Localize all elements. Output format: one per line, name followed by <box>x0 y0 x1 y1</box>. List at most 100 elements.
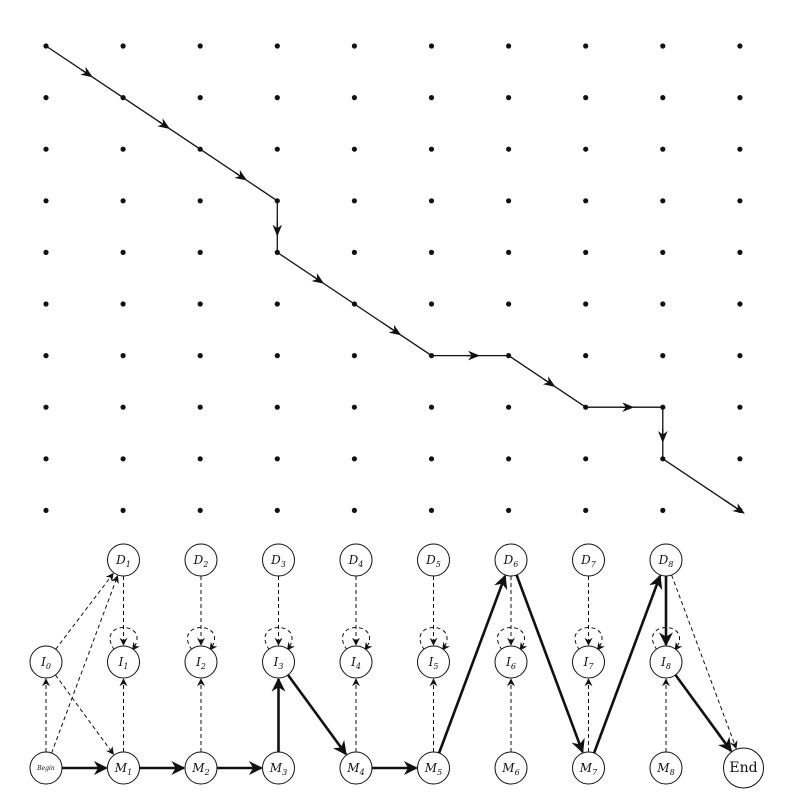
grid-dot <box>428 301 435 307</box>
grid-dot <box>583 43 589 49</box>
dashed-edge-D8-End <box>671 574 738 750</box>
grid-dot <box>274 353 280 359</box>
grid-dot <box>428 456 435 462</box>
match-state-m2: M2 <box>184 751 218 785</box>
grid-dot <box>737 146 743 152</box>
match-state-m8: M8 <box>649 751 683 785</box>
grid-dot <box>583 507 589 513</box>
grid-dot <box>660 146 666 152</box>
grid-dot <box>197 456 203 462</box>
grid-dot <box>660 353 666 359</box>
delete-state-d5: D5 <box>417 543 450 577</box>
insert-state-i8: I8 <box>649 645 683 679</box>
delete-state-d8: D8 <box>649 543 683 577</box>
delete-state-d2: D2 <box>184 543 218 577</box>
grid-dot <box>428 43 435 49</box>
grid-dot <box>43 353 49 359</box>
grid-dot <box>351 353 357 359</box>
bold-edge-I8-End <box>674 674 733 753</box>
grid-dot <box>660 198 666 204</box>
grid-dot <box>351 95 357 101</box>
insert-state-i0: I0 <box>29 645 63 679</box>
insert-state-i5: I5 <box>417 645 450 679</box>
state-label: I2 <box>195 655 206 671</box>
delete-state-d1: D1 <box>107 543 140 577</box>
grid-dot <box>43 404 49 410</box>
state-label: Begin <box>36 765 55 772</box>
grid-dot <box>43 301 49 307</box>
grid-dot <box>351 249 357 255</box>
state-label: I4 <box>350 655 361 671</box>
grid-dot <box>660 507 666 513</box>
self-loop-I1 <box>109 627 140 651</box>
path-segment <box>45 45 124 99</box>
insert-state-i4: I4 <box>339 645 373 679</box>
hmm-edges <box>42 572 738 775</box>
grid-dot <box>737 198 743 204</box>
grid-dot <box>274 456 280 462</box>
grid-dot <box>506 249 512 255</box>
delete-state-d7: D7 <box>572 543 605 577</box>
grid-dot <box>506 507 512 513</box>
grid-dot <box>43 507 49 513</box>
delete-state-d3: D3 <box>262 543 295 577</box>
grid-dot <box>737 404 743 410</box>
path-arrowhead <box>311 273 325 284</box>
delete-state-d4: D4 <box>339 543 373 577</box>
grid-dot <box>428 404 435 410</box>
grid-dot <box>737 353 743 359</box>
grid-dot <box>737 43 743 49</box>
match-state-m6: M6 <box>494 751 528 785</box>
grid-dot <box>428 249 435 255</box>
grid-dot <box>197 404 203 410</box>
self-loop-I3 <box>264 627 295 651</box>
dashed-edge-I0-M1 <box>55 674 114 755</box>
state-label: I3 <box>273 655 284 671</box>
grid-dot <box>351 404 357 410</box>
grid-dot <box>506 456 512 462</box>
path-arrowhead <box>157 118 170 129</box>
grid-dot <box>506 146 512 152</box>
dashed-edge-Begin-D1 <box>51 575 119 754</box>
self-loop-I5 <box>419 627 450 651</box>
grid-dot <box>197 249 203 255</box>
path-segment <box>354 303 432 357</box>
grid-dot <box>120 249 126 255</box>
alignment-path <box>45 45 745 514</box>
grid-dot <box>351 146 357 152</box>
grid-dot <box>506 404 512 410</box>
grid-dot <box>120 507 126 513</box>
grid-dot <box>43 146 49 152</box>
grid-dot <box>583 198 589 204</box>
match-state-m4: M4 <box>339 751 373 785</box>
grid-dot <box>737 249 743 255</box>
grid-dot <box>583 456 589 462</box>
alignment-grid <box>43 43 743 513</box>
grid-dot <box>274 507 280 513</box>
insert-state-i2: I2 <box>184 645 218 679</box>
path-arrowhead <box>234 169 248 181</box>
match-state-m1: M1 <box>107 751 140 785</box>
grid-dot <box>197 43 203 49</box>
state-label: I7 <box>583 655 595 671</box>
dashed-edge-I0-D1 <box>55 572 114 650</box>
grid-dot <box>351 198 357 204</box>
grid-dot <box>120 301 126 307</box>
insert-state-i7: I7 <box>572 645 605 679</box>
path-arrowhead <box>388 324 402 336</box>
grid-dot <box>660 249 666 255</box>
self-loop-I6 <box>497 627 528 651</box>
grid-dot <box>43 95 49 101</box>
bold-edge-M5-D6 <box>437 574 508 754</box>
path-segment <box>122 97 201 150</box>
grid-dot <box>120 198 126 204</box>
bold-edge-D6-M7 <box>515 574 585 754</box>
grid-dot <box>428 198 435 204</box>
bold-edge-I3-M4 <box>286 674 348 756</box>
grid-dot <box>583 301 589 307</box>
grid-dot <box>351 456 357 462</box>
grid-dot <box>197 353 203 359</box>
match-state-end: End <box>723 747 764 789</box>
